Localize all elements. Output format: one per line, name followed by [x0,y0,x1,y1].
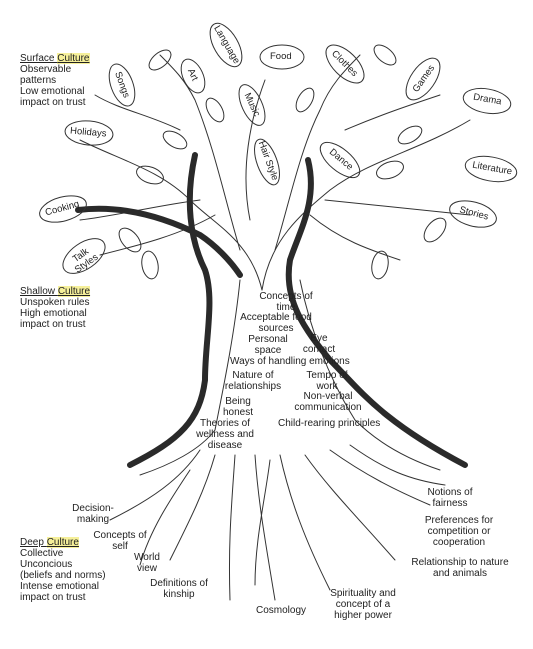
trunk-right [285,157,468,468]
root-label: Definitions of kinship [150,578,208,600]
leaf-shape [325,44,365,84]
branch [309,214,401,261]
root [279,454,331,591]
root [329,449,431,506]
section-line: Observable [20,64,72,75]
root [169,454,216,561]
branch [79,199,201,221]
leaf-shape [405,57,441,101]
branch [261,119,471,291]
section-line: Intense emotional [20,581,99,592]
leaf-shape [64,120,114,146]
root [349,444,446,486]
branch [159,54,241,251]
leaf-shape [180,58,206,94]
section-title-text: Surface [20,53,58,64]
leaf-shape [209,22,243,68]
shallow-culture-section: Shallow Culture Unspoken rules High emot… [20,286,91,330]
root-label: Decision-making [72,503,114,525]
leaf-shape [449,200,497,228]
trunk-label: Ways of handling emotions [230,356,350,367]
root-label: Relationship to nature and animals [411,557,509,579]
deep-culture-section: Deep Culture Collective Unconcious (beli… [20,537,106,603]
leaf-shape [162,130,188,150]
root [304,454,396,561]
branch [324,199,471,216]
leaf-shape [136,165,164,185]
branch [344,94,441,131]
leaf-shape [39,195,87,223]
branch [274,54,361,251]
branch [94,94,181,131]
trunk-label: Tempo of work [306,370,348,392]
leaf-shape [464,155,518,183]
trunk-label: Being honest [222,396,254,418]
leaf-shape [238,84,266,126]
trunk-label: Concepts of time [259,291,313,313]
section-title-text: Deep [20,537,47,548]
leaf-shape [373,44,397,66]
leaf-shape [371,250,389,280]
section-title-text: Shallow [20,286,58,297]
section-title-highlight: Culture [46,537,79,548]
leaf-shape [397,125,423,145]
branch-left-thick [75,205,243,278]
trunk-outline [299,279,441,471]
root [109,449,201,521]
trunk-label: Acceptable food sources [240,312,312,334]
leaf-shape [108,63,136,107]
section-line: Unspoken rules [20,297,90,308]
section-title-highlight: Culture [57,286,91,297]
surface-culture-section: Surface Culture Observable patterns Low … [20,53,90,108]
leaf-shape [118,227,142,253]
leaf-shape [423,217,447,243]
trunk-label: Child-rearing principles [278,418,381,429]
trunk-left [127,152,213,468]
root-label: Spirituality and concept of a higher pow… [330,588,396,621]
leaf-shape [376,160,404,180]
leaf-shape [259,44,305,70]
leaf-shape [205,97,225,123]
section-line: impact on trust [20,592,86,603]
section-line: patterns [20,75,57,86]
trunk-label: Nature of relationships [224,370,282,392]
leaf-shape [62,238,106,274]
section-line: (beliefs and norms) [20,570,106,581]
leaf-shape [148,49,172,71]
leaf-shape [295,87,315,113]
root [254,459,271,586]
trunk-label: Eye contact [302,333,336,355]
root [139,469,191,566]
trunk-label: Non-verbal communication [294,391,362,413]
leaf-shape [254,138,280,186]
section-line: High emotional [20,308,87,319]
trunk-label: Personal space [248,334,288,356]
root-label: Notions of fairness [427,487,473,509]
trunk-outline [139,279,241,476]
branch [245,79,266,221]
section-line: Collective [20,548,64,559]
section-title-highlight: Culture [57,53,90,64]
root-label: Cosmology [256,605,307,616]
root [228,454,236,601]
root-label: Concepts of self [93,530,147,552]
shallow-culture-title: Shallow Culture [20,286,91,297]
leaf-shape [462,87,512,115]
leaf-label-food: Food [270,51,292,62]
root-label: Preferences for competition or cooperati… [424,515,494,548]
trunk-label: Theories of wellness and disease [196,418,254,451]
section-line: Low emotional [20,86,85,97]
root-label: World view [134,552,160,574]
section-line: impact on trust [20,97,86,108]
deep-culture-title: Deep Culture [20,537,106,548]
surface-culture-title: Surface Culture [20,53,90,64]
branch [99,214,216,256]
section-line: impact on trust [20,319,86,330]
section-line: Unconcious [20,559,73,570]
root [254,454,276,601]
leaf-shape [141,250,159,280]
leaf-shape [319,141,361,179]
